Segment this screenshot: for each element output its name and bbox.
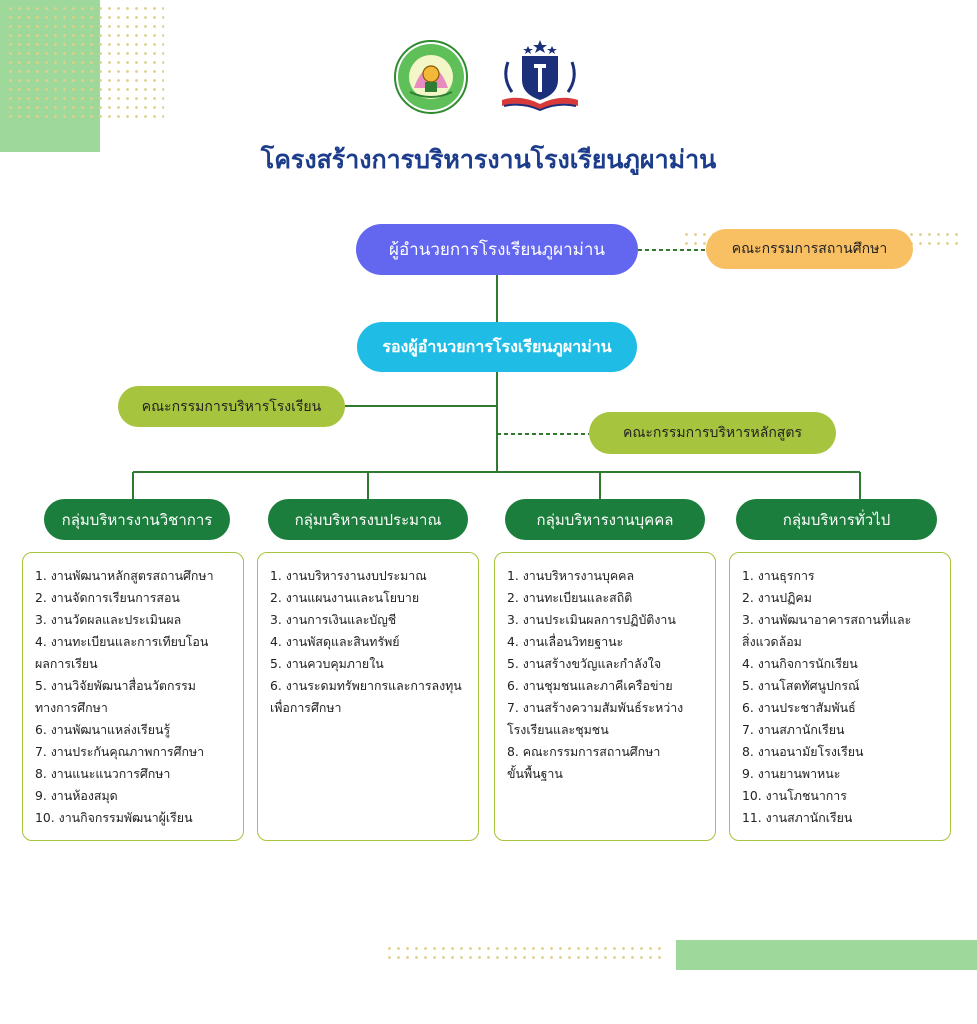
task-item: 1. งานธุรการ [742,568,815,583]
task-item: 5. งานควบคุมภายใน [270,656,384,671]
task-item: 11. งานสภานักเรียน [742,810,853,825]
task-item: 5. งานวิจัยพัฒนาสื่อนวัตกรรม ทางการศึกษา [35,678,196,715]
task-item: 2. งานแผนงานและนโยบาย [270,590,420,605]
task-item: 5. งานโสตทัศนูปกรณ์ [742,678,860,693]
task-item: 1. งานพัฒนาหลักสูตรสถานศึกษา [35,568,214,583]
task-item: 10. งานโภชนาการ [742,788,847,803]
group-budget-header: กลุ่มบริหารงบประมาณ [268,499,468,540]
task-item: 6. งานชุมชนและภาคีเครือข่าย [507,678,673,693]
group-general-task-list: 1. งานธุรการ 2. งานปฏิคม 3. งานพัฒนาอาคารส… [729,552,951,841]
task-item: 5. งานสร้างขวัญและกำลังใจ [507,656,662,671]
curriculum-committee-node: คณะกรรมการบริหารหลักสูตร [589,412,836,454]
task-item: 4. งานพัสดุและสินทรัพย์ [270,634,400,649]
obec-logo-icon [502,40,578,112]
group-academic-header: กลุ่มบริหารงานวิชาการ [44,499,230,540]
task-item: 2. งานปฏิคม [742,590,812,605]
task-item: 4. งานทะเบียนและการเทียบโอน ผลการเรียน [35,634,209,671]
task-item: 1. งานบริหารงานบุคคล [507,568,635,583]
task-item: 3. งานการเงินและบัญชี [270,612,397,627]
task-item: 8. งานแนะแนวการศึกษา [35,766,171,781]
task-item: 8. งานอนามัยโรงเรียน [742,744,864,759]
task-item: 6. งานระดมทรัพยากรและการลงทุน เพื่อการศึ… [270,678,462,715]
task-item: 2. งานทะเบียนและสถิติ [507,590,633,605]
task-item: 8. คณะกรรมการสถานศึกษา ขั้นพื้นฐาน [507,744,661,781]
task-item: 3. งานประเมินผลการปฏิบัติงาน [507,612,676,627]
task-item: 10. งานกิจกรรมพัฒนาผู้เรียน [35,810,193,825]
task-item: 7. งานประกันคุณภาพการศึกษา [35,744,205,759]
decorative-dot-grid-bottom [385,944,665,964]
director-node: ผู้อำนวยการโรงเรียนภูผาม่าน [356,224,638,275]
task-item: 9. งานห้องสมุด [35,788,118,803]
task-item: 2. งานจัดการเรียนการสอน [35,590,180,605]
school-logo [394,40,468,114]
deputy-director-node: รองผู้อำนวยการโรงเรียนภูผาม่าน [357,322,637,372]
task-item: 9. งานยานพาหนะ [742,766,841,781]
group-general-header: กลุ่มบริหารทั่วไป [736,499,937,540]
task-item: 3. งานวัดผลและประเมินผล [35,612,182,627]
task-item: 7. งานสร้างความสัมพันธ์ระหว่าง โรงเรียนแ… [507,700,684,737]
group-budget-task-list: 1. งานบริหารงานงบประมาณ 2. งานแผนงานและนโ… [257,552,479,841]
decorative-green-rectangle-bottom-right [676,940,977,970]
task-item: 1. งานบริหารงานงบประมาณ [270,568,427,583]
task-item: 7. งานสภานักเรียน [742,722,845,737]
education-committee-node: คณะกรรมการสถานศึกษา [706,229,913,269]
task-item: 4. งานกิจการนักเรียน [742,656,858,671]
task-item: 6. งานพัฒนาแหล่งเรียนรู้ [35,722,171,737]
page-title: โครงสร้างการบริหารงานโรงเรียนภูผาม่าน [260,145,717,174]
task-item: 3. งานพัฒนาอาคารสถานที่และ สิ่งแวดล้อม [742,612,912,649]
admin-committee-node: คณะกรรมการบริหารโรงเรียน [118,386,345,427]
decorative-dot-grid-top-left [6,4,164,122]
task-item: 4. งานเลื่อนวิทยฐานะ [507,634,624,649]
group-academic-task-list: 1. งานพัฒนาหลักสูตรสถานศึกษา 2. งานจัดการ… [22,552,244,841]
group-personnel-task-list: 1. งานบริหารงานบุคคล 2. งานทะเบียนและสถิต… [494,552,716,841]
group-personnel-header: กลุ่มบริหารงานบุคคล [505,499,705,540]
task-item: 6. งานประชาสัมพันธ์ [742,700,856,715]
